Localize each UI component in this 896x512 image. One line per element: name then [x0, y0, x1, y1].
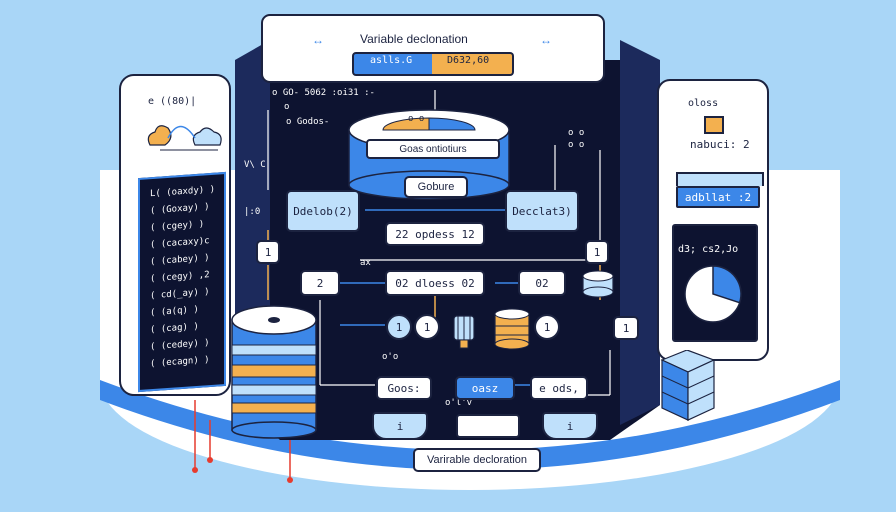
- label-vc: V\ C: [244, 160, 266, 170]
- header-title: Variable declonation: [360, 32, 468, 46]
- row2-left-node[interactable]: 2: [300, 270, 340, 296]
- small-cylinder-icon: [582, 270, 614, 298]
- left-one-node[interactable]: 1: [256, 240, 280, 264]
- pie-chart: [684, 265, 742, 323]
- cloud-icon: [147, 125, 222, 151]
- header-arrow-left-icon: ↔: [312, 33, 324, 47]
- far-right-one-node[interactable]: 1: [613, 316, 639, 340]
- label-oii: o'l'v: [445, 398, 473, 408]
- right-bar: adbllat :2: [676, 186, 760, 208]
- label-oo: o o: [568, 128, 585, 138]
- small-cyl-2: i: [542, 412, 598, 440]
- top-code-2: o: [284, 102, 290, 112]
- right-panel-top-label: oloss: [688, 98, 719, 109]
- pie-slice: [712, 265, 742, 304]
- checkbox-icon: [704, 116, 724, 134]
- code-line: ( (cacaxy)c: [150, 236, 210, 251]
- top-code-3: o Godos-: [286, 117, 330, 127]
- footer-label: Varirable decloration: [413, 448, 541, 472]
- code-panel: L( (oaxdy) ) ( (Goxay) ) ( (cgey) ) ( (c…: [138, 171, 226, 393]
- bottom-left-node[interactable]: Goos:: [376, 376, 432, 400]
- code-line: ( (cgey) ): [150, 219, 205, 234]
- right-pie-label: d3; cs2,Jo: [678, 244, 739, 255]
- label-io: |:0: [244, 207, 261, 217]
- label-oo2: o o: [568, 140, 585, 150]
- small-cyl-1: i: [372, 412, 428, 440]
- header-left-value: aslls.G: [370, 55, 413, 66]
- bottom-right-node[interactable]: e ods,: [530, 376, 588, 400]
- circle-node-b[interactable]: 1: [414, 314, 440, 340]
- code-line: ( (cedey) ): [150, 338, 210, 353]
- chip-icon: [453, 315, 475, 349]
- code-line: ( (cegy) ,2: [150, 270, 210, 285]
- row2-right-node[interactable]: 02: [518, 270, 566, 296]
- circle-node-a[interactable]: 1: [386, 314, 412, 340]
- label-ovo: o'o: [382, 352, 399, 362]
- code-line: ( (cabey) ): [150, 253, 210, 268]
- code-line: ( (cag) ): [150, 321, 199, 336]
- code-line: ( (ecagn) ): [150, 355, 210, 370]
- code-line: ( (Goxay) ): [150, 202, 210, 217]
- circle-node-c[interactable]: 1: [534, 314, 560, 340]
- code-line: ( (a(q) ): [150, 304, 199, 319]
- cylinder-inner-box: Gobure: [404, 176, 468, 198]
- server-stack-icon: [660, 350, 716, 421]
- right-one-node[interactable]: 1: [585, 240, 609, 264]
- header-right-pill: [432, 52, 514, 76]
- code-line: ( cd(_ay) ): [150, 287, 210, 302]
- right-node[interactable]: Decclat3): [505, 190, 579, 232]
- disk-stack-icon: [494, 308, 530, 350]
- database-stack-icon: [231, 305, 317, 439]
- header-arrow-right-icon: ↔: [540, 33, 552, 47]
- right-bar-top: [676, 172, 764, 186]
- cylinder-label-box: Goas ontiotiurs: [366, 139, 500, 159]
- left-node[interactable]: Ddelob(2): [286, 190, 360, 232]
- header-right-value: D632,60: [447, 55, 490, 66]
- bottom-mid-node[interactable]: oasz: [455, 376, 515, 400]
- mid-node[interactable]: 22 opdess 12: [385, 222, 485, 246]
- left-panel-caption: e ((80)|: [148, 96, 197, 107]
- row2-mid-node[interactable]: 02 dloess 02: [385, 270, 485, 296]
- code-line: L( (oaxdy) ): [150, 184, 216, 200]
- label-ax: ax: [360, 258, 371, 268]
- top-code-1: o GO- 5062 :oi31 :-: [272, 88, 375, 98]
- right-panel-top-value: nabuci: 2: [690, 138, 750, 151]
- cylinder-top-label: o o: [408, 114, 425, 124]
- bottom-mid-pad: [456, 414, 520, 438]
